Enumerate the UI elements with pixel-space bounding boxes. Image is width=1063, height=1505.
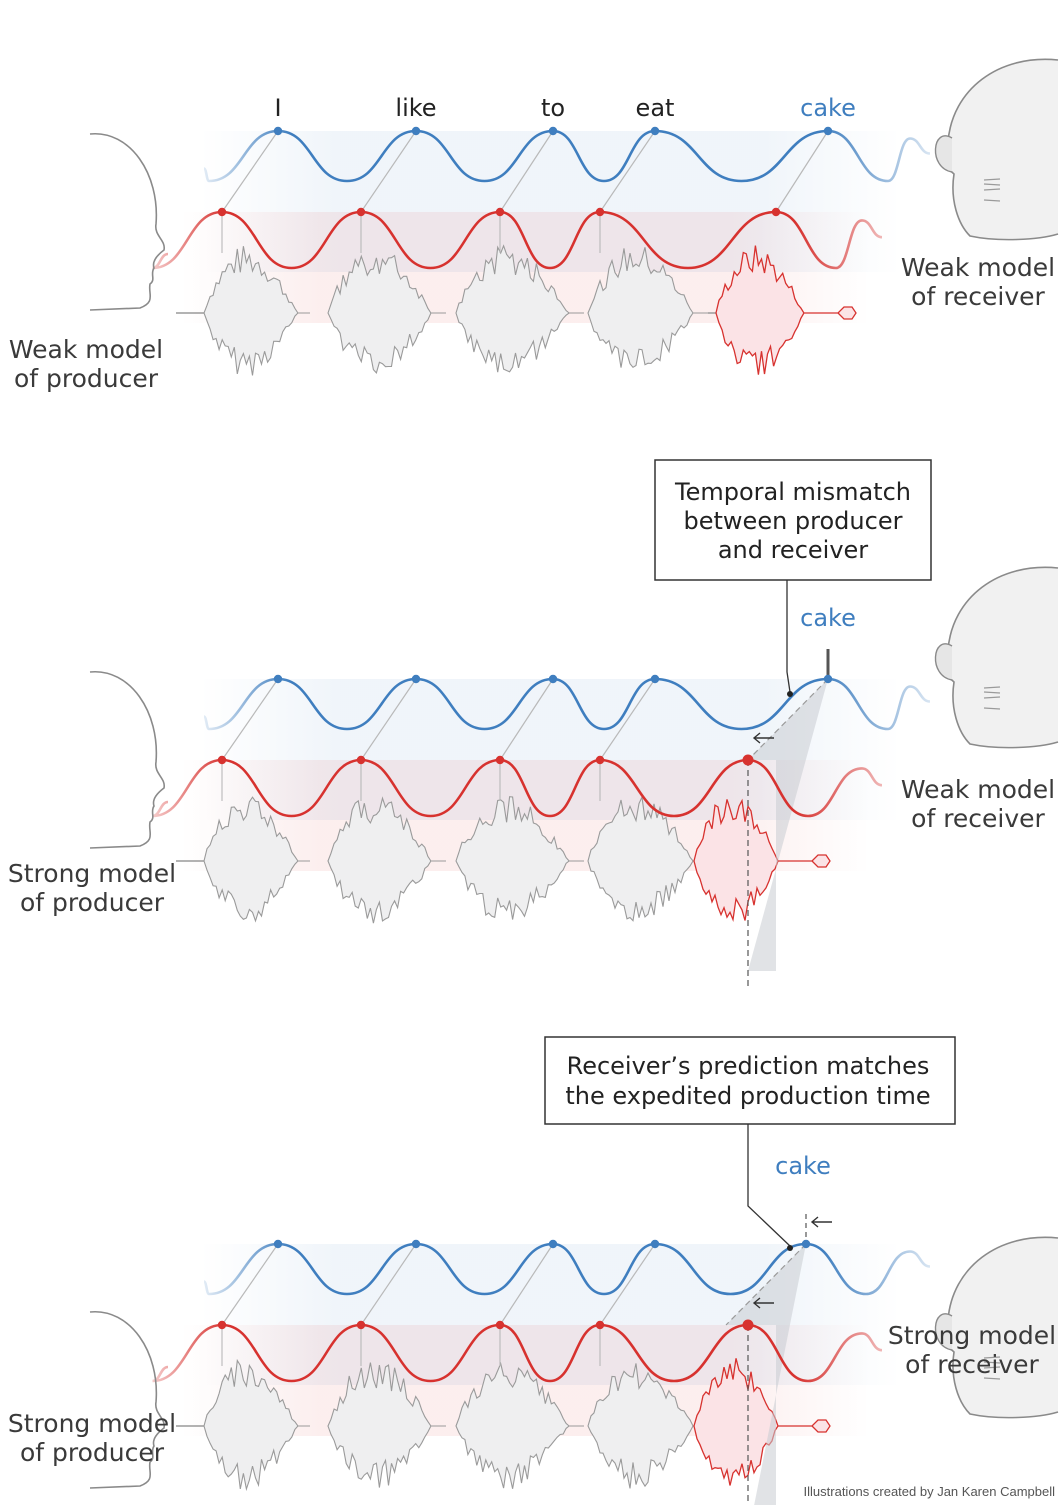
callout-text: between producer xyxy=(684,507,903,535)
receiver-head-icon xyxy=(934,1236,1059,1419)
receiver-model-label: Weak model xyxy=(901,775,1055,804)
producer-peak-dot xyxy=(495,1320,505,1330)
final-word-waveform xyxy=(693,1358,790,1486)
speech-waveform xyxy=(455,796,584,920)
speech-waveform xyxy=(203,1358,310,1492)
final-word-label: cake xyxy=(775,1152,831,1180)
final-word-waveform xyxy=(715,245,816,375)
producer-wave xyxy=(152,210,883,270)
producer-peak-dot xyxy=(595,207,605,217)
producer-peak-dot xyxy=(595,755,605,765)
word-label: to xyxy=(541,94,565,122)
receiver-model-label: Strong model xyxy=(888,1321,1056,1350)
receiver-model-label: of receiver xyxy=(905,1350,1039,1379)
receiver-peak-dot xyxy=(823,674,833,684)
word-label: I xyxy=(274,94,281,122)
callout-text: Receiver’s prediction matches xyxy=(567,1052,930,1080)
producer-head-icon xyxy=(89,671,165,849)
receiver-peak-dot xyxy=(273,674,283,684)
producer-peak-dot xyxy=(495,207,505,217)
producer-model-label: Strong model xyxy=(8,859,176,888)
callout-box xyxy=(544,1036,956,1125)
producer-model-label: of producer xyxy=(20,1438,165,1467)
left-arrow-icon xyxy=(752,732,774,744)
producer-peak-dot xyxy=(742,754,754,766)
receiver-model-label: Weak model xyxy=(901,253,1055,282)
speech-waveform xyxy=(455,244,584,373)
receiver-peak-dot xyxy=(548,1239,558,1249)
receiver-peak-dot xyxy=(548,674,558,684)
callout-text: Temporal mismatch xyxy=(674,478,911,506)
receiver-peak-dot xyxy=(650,1239,660,1249)
final-word-label: cake xyxy=(800,604,856,632)
receiver-wave xyxy=(203,677,931,731)
receiver-peak-dot xyxy=(650,674,660,684)
left-arrow-icon xyxy=(810,1216,832,1228)
speech-waveform xyxy=(455,1361,584,1489)
receiver-peak-dot xyxy=(411,1239,421,1249)
receiver-wave xyxy=(203,1242,931,1296)
producer-peak-dot xyxy=(771,207,781,217)
word-label: like xyxy=(395,94,436,122)
speech-waveform xyxy=(587,1363,708,1489)
final-word-label: cake xyxy=(800,94,856,122)
receiver-peak-dot xyxy=(548,126,558,136)
callout-box xyxy=(654,459,932,581)
producer-peak-dot xyxy=(217,1320,227,1330)
producer-model-label: Weak model xyxy=(9,335,163,364)
receiver-head-icon xyxy=(934,58,1059,241)
receiver-model-label: of receiver xyxy=(911,804,1045,833)
receiver-peak-dot xyxy=(650,126,660,136)
producer-model-label: of producer xyxy=(20,888,165,917)
producer-peak-dot xyxy=(356,1320,366,1330)
producer-peak-dot xyxy=(742,1319,754,1331)
producer-peak-dot xyxy=(217,207,227,217)
receiver-peak-dot xyxy=(801,1239,811,1249)
producer-peak-dot xyxy=(217,755,227,765)
producer-wave xyxy=(152,758,883,818)
speech-waveform xyxy=(327,796,446,924)
receiver-model-label: of receiver xyxy=(911,282,1045,311)
speech-waveform xyxy=(587,247,708,369)
producer-model-label: of producer xyxy=(14,364,159,393)
word-label: eat xyxy=(636,94,675,122)
producer-peak-dot xyxy=(495,755,505,765)
mismatch-band xyxy=(726,1244,806,1505)
receiver-peak-dot xyxy=(411,674,421,684)
speech-waveform xyxy=(587,795,708,922)
producer-peak-dot xyxy=(595,1320,605,1330)
final-word-waveform xyxy=(693,798,790,923)
speech-waveform xyxy=(327,1362,446,1488)
producer-peak-dot xyxy=(356,755,366,765)
speech-waveform xyxy=(203,246,310,376)
receiver-peak-dot xyxy=(273,1239,283,1249)
receiver-peak-dot xyxy=(411,126,421,136)
illustration-credit: Illustrations created by Jan Karen Campb… xyxy=(804,1484,1056,1499)
receiver-peak-dot xyxy=(273,126,283,136)
producer-head-icon xyxy=(89,133,165,311)
speech-waveform xyxy=(327,254,446,375)
speech-waveform xyxy=(203,796,310,923)
receiver-head-icon xyxy=(934,566,1059,749)
producer-wave xyxy=(152,1323,883,1383)
receiver-wave xyxy=(203,129,931,183)
producer-head-icon xyxy=(89,1311,165,1489)
receiver-peak-dot xyxy=(823,126,833,136)
producer-model-label: Strong model xyxy=(8,1409,176,1438)
callout-text: and receiver xyxy=(718,536,868,564)
callout-text: the expedited production time xyxy=(565,1082,930,1110)
mismatch-band xyxy=(748,679,828,971)
left-arrow-icon xyxy=(752,1297,774,1309)
producer-peak-dot xyxy=(356,207,366,217)
